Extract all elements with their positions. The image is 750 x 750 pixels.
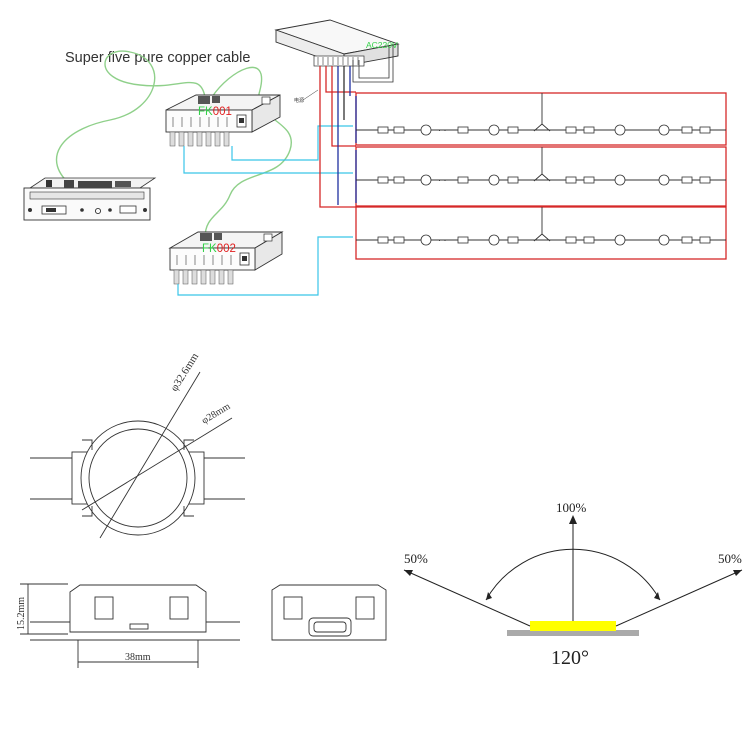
led-string-row-2: · · [355,146,727,207]
cable-caption: Super five pure copper cable [65,50,250,66]
fk002-prefix: FK [202,243,217,255]
inner-diameter-label: φ28mm [200,401,233,427]
beam-top-percent: 100% [556,500,587,515]
led-string-row-3: · · [355,206,727,260]
power-supply: AC220V 电源 [274,19,400,104]
copper-cable-b [204,66,293,239]
row-3-ellipsis: · · [438,235,447,245]
copper-cable-group [55,50,293,239]
row-2-ellipsis: · · [438,175,447,185]
beam-angle-label: 120° [551,647,589,669]
beam-angle-diagram [403,515,743,636]
psu-tag: 电源 [294,97,304,104]
beam-left-percent: 50% [404,551,428,566]
fk001-label: FK001 [198,106,232,118]
copper-cable-a [55,50,206,187]
beam-right-percent: 50% [718,551,742,566]
data-lines [177,125,353,296]
fk002-label: FK002 [202,243,236,255]
row-1-ellipsis: · · [438,125,447,135]
width-label: 38mm [125,652,151,663]
led-base [507,630,639,636]
height-label: 15.2mm [16,597,27,630]
fk001-prefix: FK [198,106,213,118]
led-emitter [530,621,616,631]
module-front-view [271,584,387,641]
outer-diameter-label: φ32.6mm [168,351,201,394]
fk001-suffix: 001 [213,106,232,118]
module-top-view [30,371,245,539]
fk002-suffix: 002 [217,243,236,255]
power-input-label: AC220V [366,40,398,50]
module-side-view [20,583,240,668]
led-controller [23,177,157,221]
distributor-fk001: FK001 [165,94,281,147]
distributor-fk002: FK002 [168,231,284,285]
led-string-row-1: · · [355,92,727,146]
power-bus [319,66,356,208]
